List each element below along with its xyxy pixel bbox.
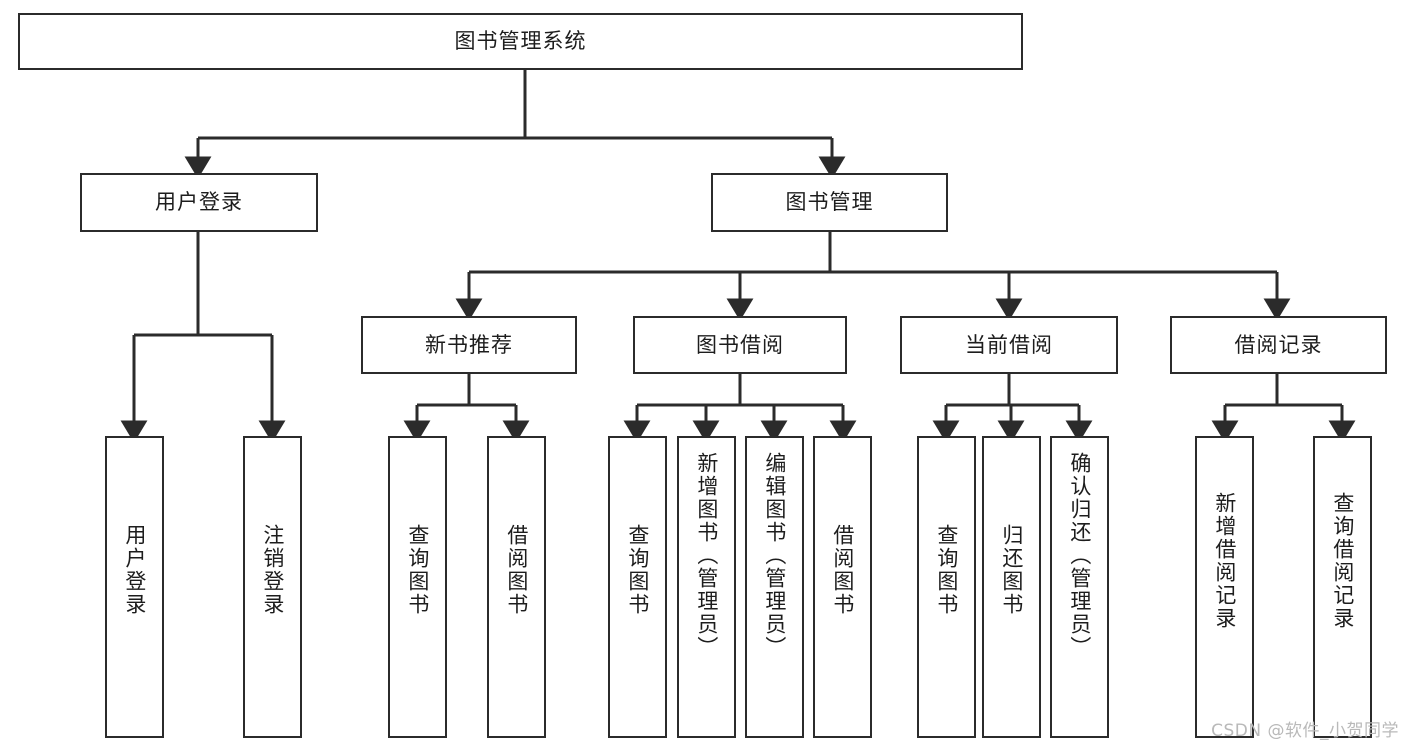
node-book-management[interactable]: 图书管理 <box>711 173 948 232</box>
leaf-book-borrow-add[interactable]: 新增图书（管理员） <box>677 436 736 738</box>
leaf-book-borrow-query[interactable]: 查询图书 <box>608 436 667 738</box>
node-label: 查询图书 <box>934 524 959 616</box>
node-label: 确认归还（管理员） <box>1067 452 1092 659</box>
node-book-borrow[interactable]: 图书借阅 <box>633 316 847 374</box>
leaf-current-borrow-query[interactable]: 查询图书 <box>917 436 976 738</box>
node-new-book-recommend[interactable]: 新书推荐 <box>361 316 577 374</box>
node-borrow-record[interactable]: 借阅记录 <box>1170 316 1387 374</box>
node-label: 新书推荐 <box>425 332 513 357</box>
node-label: 查询图书 <box>625 524 650 616</box>
node-user-login[interactable]: 用户登录 <box>80 173 318 232</box>
node-label: 新增图书（管理员） <box>694 452 719 659</box>
leaf-borrow-record-add[interactable]: 新增借阅记录 <box>1195 436 1254 738</box>
leaf-user-login-signin[interactable]: 用户登录 <box>105 436 164 738</box>
node-label: 借阅图书 <box>504 524 529 616</box>
node-label: 当前借阅 <box>965 332 1053 357</box>
leaf-borrow-record-query[interactable]: 查询借阅记录 <box>1313 436 1372 738</box>
node-label: 借阅图书 <box>830 524 855 616</box>
node-label: 图书管理 <box>785 190 874 215</box>
node-label: 新增借阅记录 <box>1212 492 1237 630</box>
leaf-current-borrow-return[interactable]: 归还图书 <box>982 436 1041 738</box>
node-current-borrow[interactable]: 当前借阅 <box>900 316 1118 374</box>
leaf-user-login-signout[interactable]: 注销登录 <box>243 436 302 738</box>
csdn-watermark: CSDN @软件_小贺同学 <box>1211 721 1399 741</box>
leaf-new-book-borrow[interactable]: 借阅图书 <box>487 436 546 738</box>
node-label: 注销登录 <box>260 524 285 616</box>
leaf-new-book-query[interactable]: 查询图书 <box>388 436 447 738</box>
node-label: 归还图书 <box>999 524 1024 616</box>
leaf-book-borrow-edit[interactable]: 编辑图书（管理员） <box>745 436 804 738</box>
node-label: 图书借阅 <box>696 332 784 357</box>
node-label: 查询图书 <box>405 524 430 616</box>
leaf-book-borrow-borrow[interactable]: 借阅图书 <box>813 436 872 738</box>
node-label: 用户登录 <box>155 190 243 215</box>
node-label: 图书管理系统 <box>454 29 587 54</box>
node-label: 用户登录 <box>122 524 147 616</box>
leaf-current-borrow-confirm-return[interactable]: 确认归还（管理员） <box>1050 436 1109 738</box>
node-label: 查询借阅记录 <box>1330 492 1355 630</box>
node-label: 借阅记录 <box>1234 332 1323 357</box>
node-label: 编辑图书（管理员） <box>762 452 787 659</box>
node-root-book-management-system[interactable]: 图书管理系统 <box>18 13 1023 70</box>
